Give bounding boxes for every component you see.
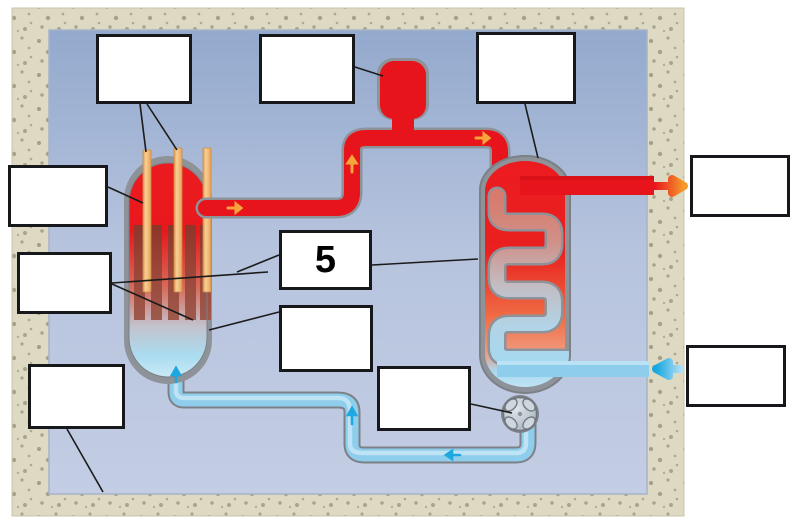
leader-box6-to-fuel-rod-a [111,271,269,284]
reactor-pressure-vessel [124,156,212,384]
control-rods [142,147,212,293]
arrow-hot-leg-rising [345,154,359,174]
feedwater-inlet [497,361,649,377]
leader-box1-to-control-rod-a [139,103,147,153]
label-box-hot-leg-text: 5 [314,239,337,281]
arrow-cold-leg-return [443,448,462,462]
label-box-steam-outlet[interactable] [690,155,790,217]
flow-arrows [169,130,688,462]
label-box-control-rods[interactable] [96,34,192,104]
steam-outlet [520,176,654,195]
leader-lines [66,66,539,493]
arrow-steam-outlet [654,175,688,197]
leader-box5-to-hot-leg [236,254,280,273]
leader-box7-to-coolant [208,311,280,331]
label-box-containment[interactable] [28,364,125,429]
leader-box2-to-pressurizer [354,66,384,77]
label-box-reactor-vessel[interactable] [8,165,108,227]
label-box-steam-generator[interactable] [476,32,576,104]
label-box-coolant[interactable] [279,305,373,372]
leader-box4-to-vessel-wall [107,186,144,204]
leader-box5-to-steam-gen-body [371,258,479,266]
leader-box9-to-pump [470,403,513,414]
leader-box6-to-fuel-rod-b [111,283,194,321]
arrow-feedwater-inlet [652,358,683,380]
cold-leg-pipe [167,363,537,464]
leader-box3-to-steam-generator [524,103,539,159]
arrow-hot-leg-into-generator [474,130,492,146]
arrow-hot-leg-out-of-vessel [226,200,244,216]
hot-leg-pipe [195,127,511,219]
coolant-pump [501,395,539,433]
leader-box8-to-containment [66,428,104,493]
label-box-hot-leg[interactable]: 5 [279,230,372,290]
label-box-feedwater-inlet[interactable] [686,345,786,407]
arrow-cold-leg-into-vessel [169,365,183,384]
leader-box1-to-control-rod-b [146,103,178,151]
label-box-pump[interactable] [377,366,471,431]
label-box-pressurizer[interactable] [259,34,355,104]
label-box-fuel-rods[interactable] [17,252,112,314]
arrow-cold-leg-riser [345,405,359,426]
pressurizer [377,58,429,144]
steam-generator [479,155,571,394]
heat-exchanger-coil [487,186,570,368]
